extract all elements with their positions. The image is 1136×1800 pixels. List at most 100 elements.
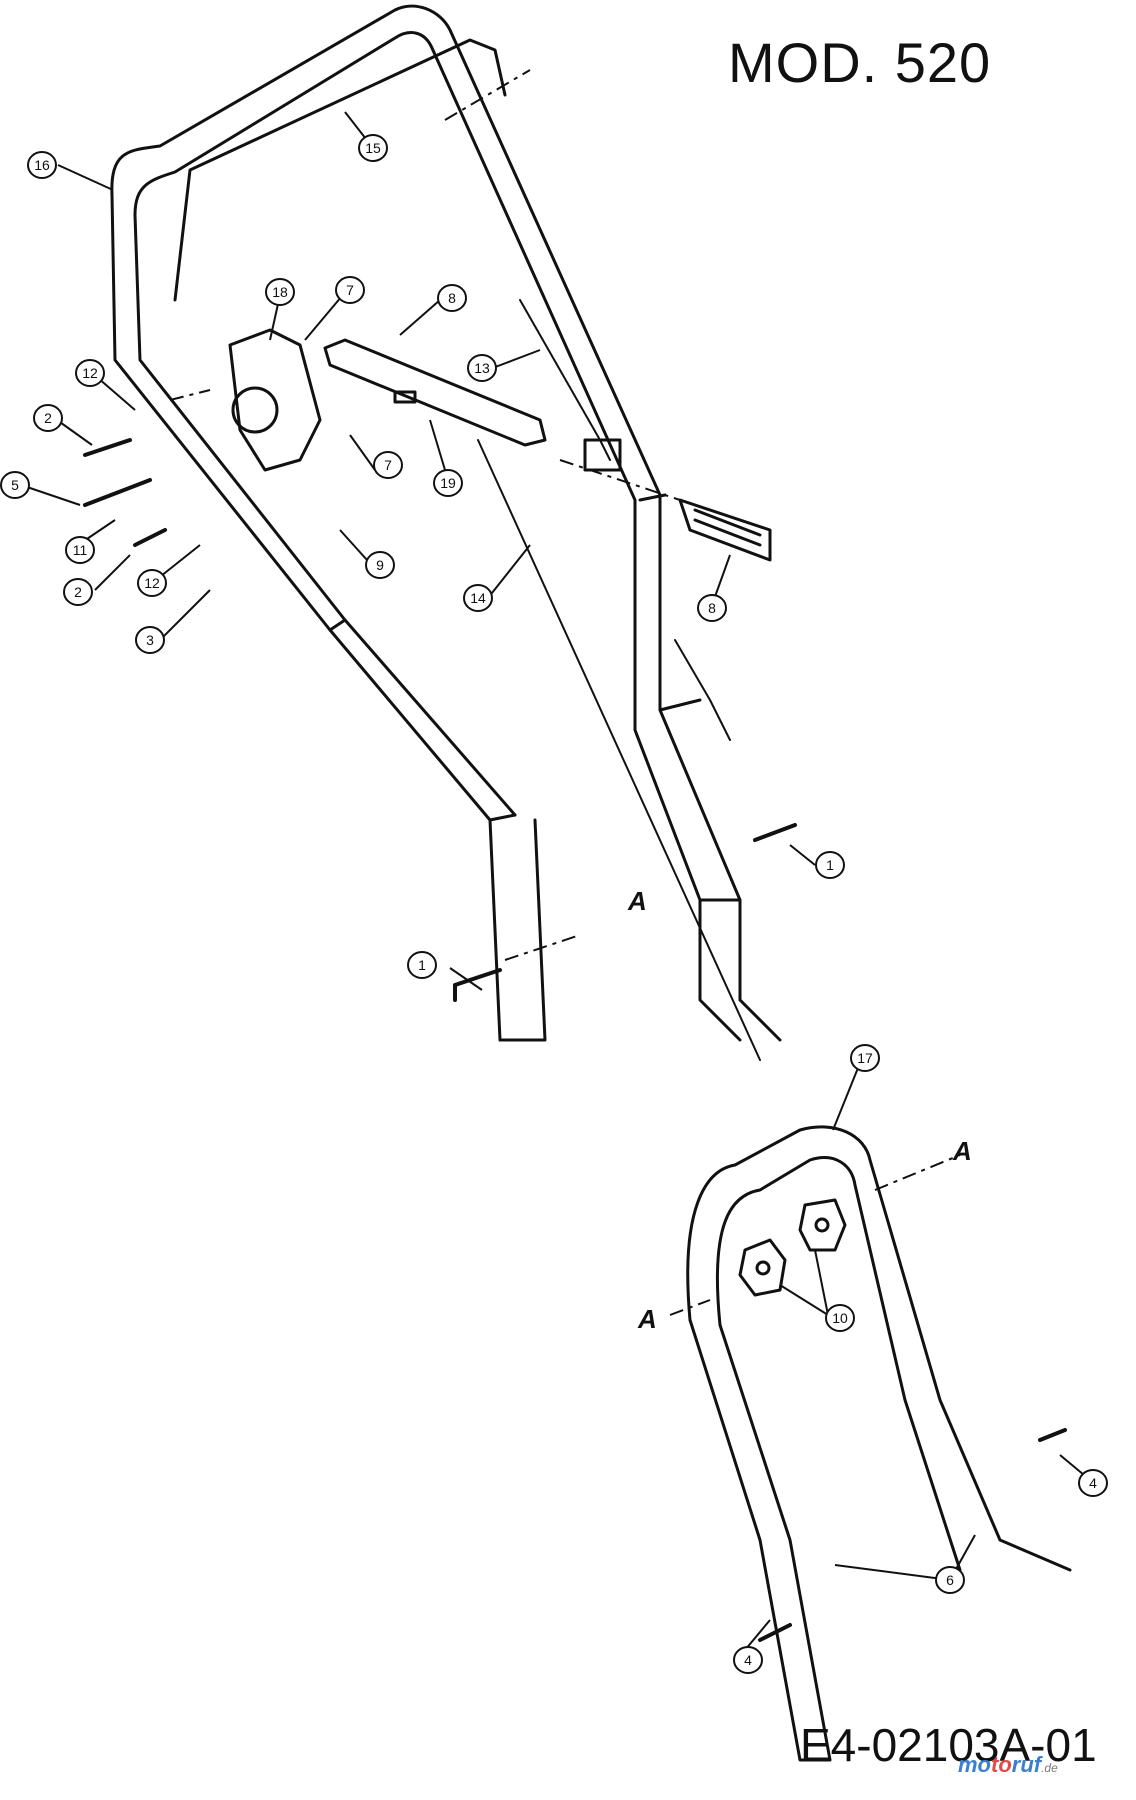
callout-circle [27,151,57,179]
callout-label: 3 [146,632,154,648]
callout-10: 10 [825,1304,855,1332]
callout-circle [335,276,365,304]
callout-7: 7 [373,451,403,479]
callout-label: 10 [832,1310,848,1326]
page-title: MOD. 520 [728,31,992,94]
upper-handle-left-arm-inner [133,213,517,817]
callout-circle [365,551,395,579]
watermark-part: ruf [1011,1752,1042,1777]
callout-circle [407,951,437,979]
callout-label: 12 [82,365,98,381]
callout-circle [467,354,497,382]
callout-circle [815,851,845,879]
callout-label: 9 [376,557,384,573]
callout-label: 16 [34,157,50,173]
callout-label: 19 [440,475,456,491]
callout-circle [0,471,30,499]
callout-label: 5 [11,477,19,493]
callout-4: 4 [733,1646,763,1674]
callout-circle [935,1566,965,1594]
callout-label: 13 [474,360,490,376]
lower-handle [686,1125,1072,1572]
callout-label: 15 [365,140,381,156]
watermark-part: mo [958,1752,991,1777]
callout-label: 14 [470,590,486,606]
callout-label: 8 [448,290,456,306]
callout-label: 4 [744,1652,752,1668]
callout-circle [697,594,727,622]
callout-circle [850,1044,880,1072]
knob [738,1238,787,1297]
upper-handle-left-arm [110,193,547,1042]
callout-circle [373,451,403,479]
callout-label: 2 [44,410,52,426]
callout-circle [825,1304,855,1332]
watermark-part: to [991,1752,1012,1777]
callout-label: 12 [144,575,160,591]
callout-label: 1 [826,857,834,873]
callout-16: 16 [27,151,57,179]
callout-14: 14 [463,584,493,612]
callout-circle [733,1646,763,1674]
callout-label: 1 [418,957,426,973]
callout-15: 15 [358,134,388,162]
callout-circle [433,469,463,497]
lever-bracket [678,498,772,562]
callout-label: 7 [384,457,392,473]
callout-circle [33,404,63,432]
watermark-part: .de [1041,1761,1058,1775]
knob [798,1198,847,1252]
callout-label: 6 [946,1572,954,1588]
callout-label: 4 [1089,1475,1097,1491]
callout-17: 17 [850,1044,880,1072]
callout-4: 4 [1078,1469,1108,1497]
callout-6: 6 [935,1566,965,1594]
callout-circle [63,578,93,606]
callout-label: 18 [272,284,288,300]
callout-label: 8 [708,600,716,616]
reference-mark-a: A [627,886,647,916]
lower-handle-inner [715,1156,962,1572]
callout-label: 17 [857,1050,873,1066]
callout-1: 1 [407,951,437,979]
cable [477,439,761,1061]
callout-7: 7 [335,276,365,304]
lower-handle-left-arm [688,1318,832,1762]
reference-mark-a: A [952,1136,972,1166]
callout-9: 9 [365,551,395,579]
callout-11: 11 [65,536,95,564]
callout-circle [135,626,165,654]
callout-circle [137,569,167,597]
callout-circle [65,536,95,564]
callout-2: 2 [33,404,63,432]
callout-12: 12 [75,359,105,387]
callout-circle [1078,1469,1108,1497]
upper-handle [110,4,782,1042]
callout-8: 8 [697,594,727,622]
callout-19: 19 [433,469,463,497]
callout-1: 1 [815,851,845,879]
bail-wire [173,38,507,302]
callout-5: 5 [0,471,30,499]
callout-label: 2 [74,584,82,600]
control-housing [228,328,322,472]
callout-circle [75,359,105,387]
diagram-code: E4-02103A-01 [800,1719,1097,1771]
watermark-logo: motoruf.de [958,1752,1058,1778]
callout-18: 18 [265,278,295,306]
callout-8: 8 [437,284,467,312]
callout-circle [358,134,388,162]
callout-label: 11 [73,542,88,558]
upper-handle-inner [133,31,742,1042]
reference-mark-a: A [637,1304,657,1334]
callout-circle [437,284,467,312]
callout-2: 2 [63,578,93,606]
callout-label: 7 [346,282,354,298]
cable-upper [519,299,611,461]
callout-12: 12 [137,569,167,597]
callout-3: 3 [135,626,165,654]
callout-circle [265,278,295,306]
control-lever [323,338,547,447]
callout-circle [463,584,493,612]
